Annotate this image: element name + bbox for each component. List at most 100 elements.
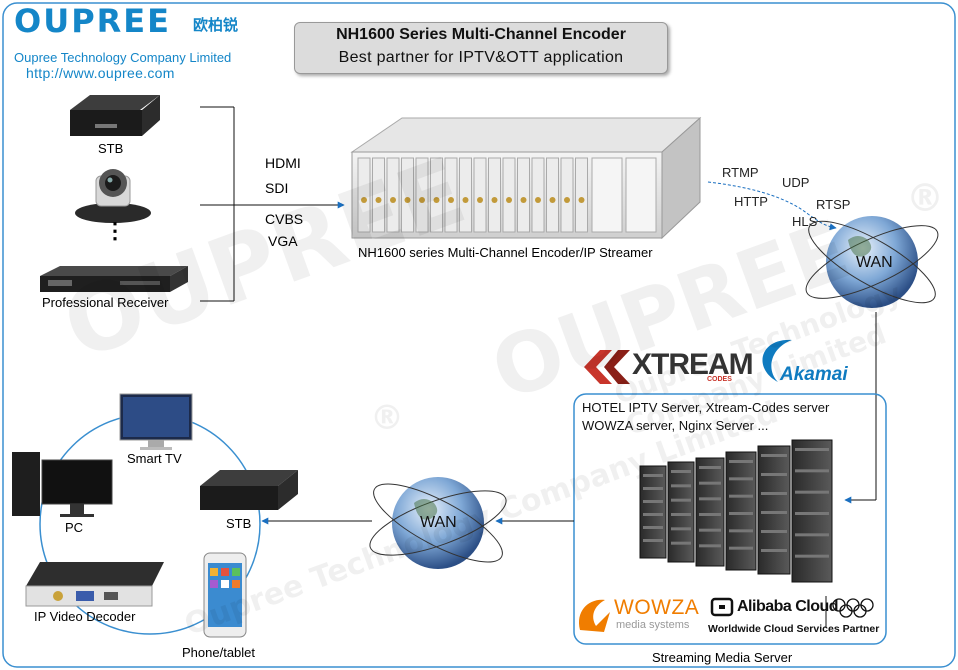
smart-tv-label: Smart TV xyxy=(127,451,182,466)
encoder-card xyxy=(459,157,472,233)
bnc-connector xyxy=(549,197,556,203)
watermark-registered-center: ® xyxy=(370,398,404,438)
encoder-card xyxy=(357,157,371,233)
power-module xyxy=(625,157,657,233)
encoder-card xyxy=(488,157,501,233)
encoder-card xyxy=(401,157,414,233)
bnc-connector xyxy=(448,197,454,203)
brand-logo: OUPREE xyxy=(14,2,171,40)
server-rack xyxy=(757,445,791,575)
encoder-card xyxy=(473,157,487,233)
server-unit xyxy=(795,448,829,451)
wan-globe-top xyxy=(805,216,939,308)
company-name: Oupree Technology Company Limited xyxy=(14,50,232,65)
server-unit xyxy=(643,474,663,477)
server-unit xyxy=(671,527,691,531)
protocol-flow-arrow xyxy=(707,181,837,231)
stb-source-device xyxy=(70,95,160,136)
server-unit xyxy=(795,490,829,494)
server-unit xyxy=(671,513,691,516)
input-hdmi: HDMI xyxy=(265,155,301,171)
server-unit xyxy=(795,512,829,515)
wan-label-bottom: WAN xyxy=(420,514,457,531)
bnc-connector xyxy=(520,197,527,203)
server-unit xyxy=(643,500,663,503)
xtream-logo-mark xyxy=(584,350,630,384)
server-rack xyxy=(695,457,725,567)
server-rack xyxy=(639,465,667,559)
akamai-swoosh xyxy=(762,339,792,382)
protocol-rtsp: RTSP xyxy=(816,197,851,212)
server-unit xyxy=(729,512,753,515)
brand-logo-cn: 欧柏锐 xyxy=(193,17,239,34)
alibaba-logo: Alibaba Cloud xyxy=(737,598,839,615)
wan-globe-bottom xyxy=(369,477,507,569)
bnc-connector xyxy=(462,197,469,203)
olympic-rings xyxy=(832,598,874,618)
encoder-card xyxy=(531,157,545,233)
xtream-sub: CODES xyxy=(707,376,732,383)
server-rack xyxy=(725,451,757,571)
encoder-card xyxy=(430,157,443,233)
input-cvbs: CVBS xyxy=(265,211,304,227)
server-unit xyxy=(729,494,753,498)
encoder-card xyxy=(517,157,530,233)
bnc-connector xyxy=(361,197,367,203)
server-unit xyxy=(699,513,721,516)
bnc-connector xyxy=(404,197,411,203)
bnc-connector xyxy=(564,197,570,203)
server-line-1: HOTEL IPTV Server, Xtream-Codes server xyxy=(582,400,830,415)
phone-device xyxy=(203,552,247,638)
server-unit xyxy=(671,484,691,488)
server-unit xyxy=(699,544,721,548)
bnc-connector xyxy=(375,197,382,203)
stb-source-label: STB xyxy=(98,141,124,156)
professional-receiver-device xyxy=(40,266,188,292)
server-unit xyxy=(699,497,721,501)
bnc-connector xyxy=(578,197,585,203)
wowza-logo: WOWZA xyxy=(614,596,700,619)
watermark-registered: ® xyxy=(906,176,944,220)
encoder-card xyxy=(560,157,574,233)
more-sources-ellipsis: ⋮ xyxy=(104,218,126,243)
server-unit xyxy=(671,498,691,502)
server-unit xyxy=(643,513,663,516)
server-unit xyxy=(643,487,663,490)
server-unit xyxy=(761,530,787,533)
stb-client-device xyxy=(200,470,298,510)
power-module xyxy=(591,157,623,233)
wan-to-server-line xyxy=(844,312,877,504)
server-unit xyxy=(761,549,787,552)
server-unit xyxy=(795,533,829,537)
title-banner: NH1600 Series Multi-Channel Encoder Best… xyxy=(294,22,668,74)
server-unit xyxy=(729,477,753,481)
decoder-label: IP Video Decoder xyxy=(34,609,136,624)
server-unit xyxy=(795,554,829,558)
encoder-card xyxy=(546,157,559,233)
input-vga: VGA xyxy=(268,233,298,249)
server-unit xyxy=(729,546,753,550)
server-unit xyxy=(761,454,787,457)
pc-device xyxy=(12,452,113,517)
bnc-connector xyxy=(390,197,396,203)
stb-client-label: STB xyxy=(226,516,252,531)
server-unit xyxy=(699,481,721,485)
protocol-http: HTTP xyxy=(734,194,768,209)
receiver-label: Professional Receiver xyxy=(42,295,169,310)
server-unit xyxy=(643,526,663,529)
server-rack xyxy=(791,439,833,583)
protocol-udp: UDP xyxy=(782,175,810,190)
wan-label-top: WAN xyxy=(856,254,893,271)
encoder-card xyxy=(575,157,588,233)
wowza-sub: media systems xyxy=(616,619,690,631)
bnc-connector xyxy=(433,197,440,203)
encoder-card-slots xyxy=(357,157,657,233)
smart-tv-device xyxy=(119,393,193,450)
company-url: http://www.oupree.com xyxy=(26,65,175,81)
server-racks xyxy=(639,439,833,583)
encoder-card xyxy=(444,157,458,233)
server-box xyxy=(573,393,887,645)
encoder-card xyxy=(372,157,385,233)
alibaba-mark xyxy=(710,597,734,617)
